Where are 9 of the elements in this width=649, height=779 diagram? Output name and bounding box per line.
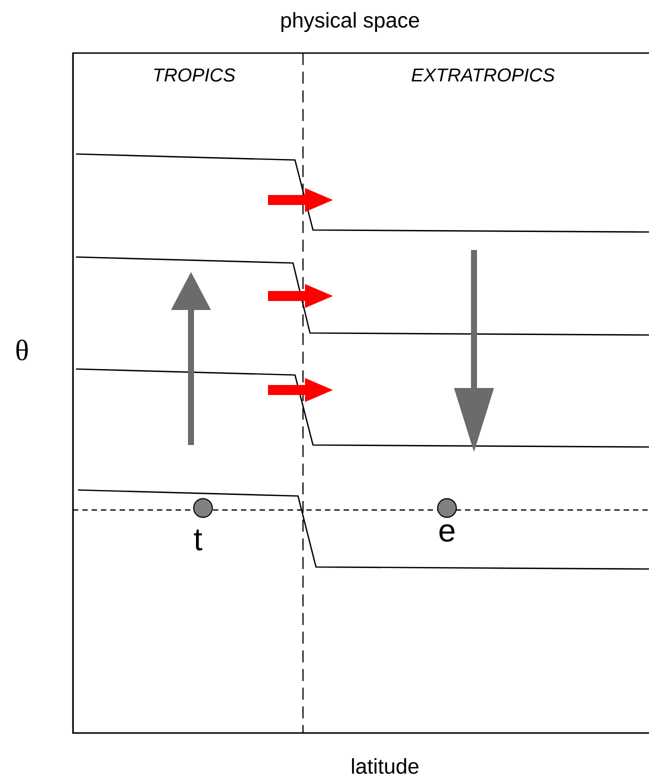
region-label: EXTRATROPICS [412, 68, 555, 82]
axis-title: physical space [281, 12, 419, 32]
point-marker [193, 498, 213, 518]
point-label: t [194, 530, 202, 550]
axis-label: θ [16, 340, 28, 360]
point-marker [437, 498, 457, 518]
point-label: e [439, 524, 454, 542]
region-label: TROPICS [154, 68, 236, 82]
axis-label: latitude [352, 758, 418, 774]
